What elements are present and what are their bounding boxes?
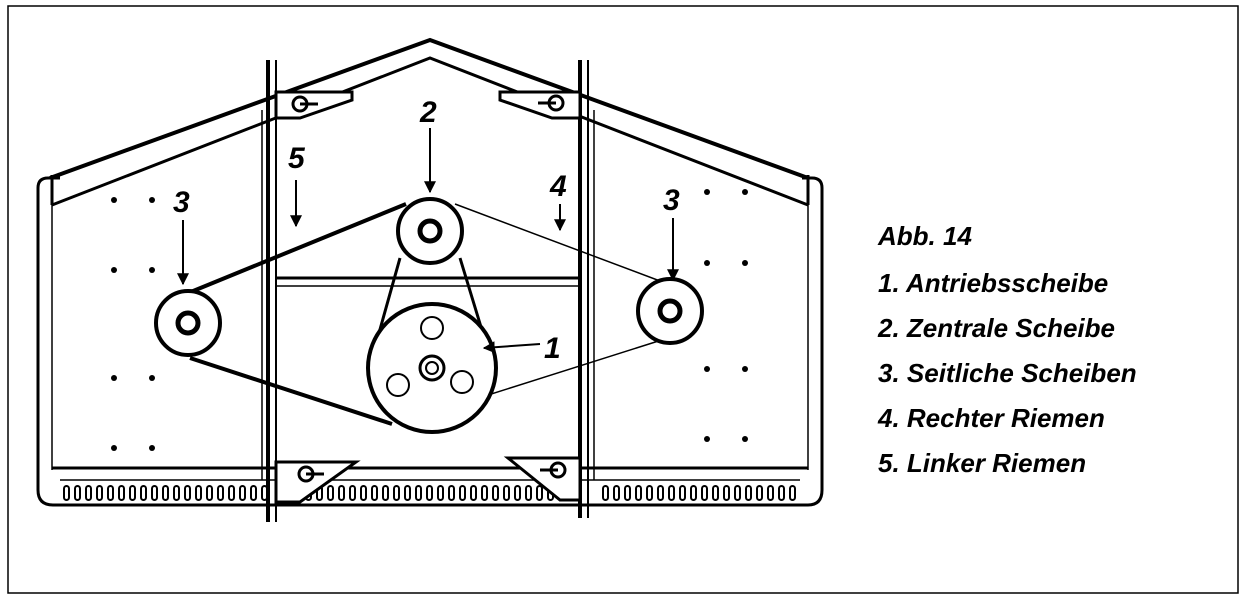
deck-housing — [36, 37, 824, 507]
deck-slot — [162, 485, 169, 501]
figure-legend: Abb. 14 1. Antriebsscheibe 2. Zentrale S… — [877, 221, 1137, 478]
figure-title: Abb. 14 — [877, 221, 972, 251]
deck-slot — [459, 485, 466, 501]
deck-slot — [778, 485, 785, 501]
deck-slot — [85, 485, 92, 501]
deck-slot — [657, 485, 664, 501]
deck-slot — [514, 485, 521, 501]
deck-slot — [470, 485, 477, 501]
callout-3-right: 3 — [663, 184, 680, 217]
right-belt — [454, 203, 669, 403]
deck-slot — [404, 485, 411, 501]
deck-slot — [701, 485, 708, 501]
mounting-brackets — [274, 90, 582, 504]
deck-slot — [536, 485, 543, 501]
callout-arrows — [177, 128, 679, 354]
deck-slot — [690, 485, 697, 501]
deck-slot — [712, 485, 719, 501]
deck-slot — [206, 485, 213, 501]
legend-item-3: 3. Seitliche Scheiben — [878, 358, 1137, 388]
deck-slot — [734, 485, 741, 501]
deck-slot — [668, 485, 675, 501]
deck-slot — [107, 485, 114, 501]
pulley-drive — [366, 302, 498, 434]
deck-slot — [338, 485, 345, 501]
deck-slot — [602, 485, 609, 501]
deck-bottom-slots — [63, 485, 796, 501]
deck-slot — [745, 485, 752, 501]
deck-slot — [96, 485, 103, 501]
legend-item-1: 1. Antriebsscheibe — [878, 268, 1108, 298]
deck-slot — [481, 485, 488, 501]
deck-slot — [525, 485, 532, 501]
deck-slot — [239, 485, 246, 501]
deck-slot — [63, 485, 70, 501]
pulley-center — [396, 197, 464, 265]
deck-slot — [624, 485, 631, 501]
deck-slot — [415, 485, 422, 501]
callout-4: 4 — [549, 170, 567, 203]
deck-slot — [228, 485, 235, 501]
deck-slot — [679, 485, 686, 501]
deck-slot — [646, 485, 653, 501]
deck-slot — [129, 485, 136, 501]
deck-rivets — [111, 189, 748, 451]
deck-slot — [151, 485, 158, 501]
arrow-1 — [482, 341, 541, 354]
deck-slot — [767, 485, 774, 501]
deck-slot — [349, 485, 356, 501]
deck-slot — [448, 485, 455, 501]
deck-slot — [195, 485, 202, 501]
callout-3-left: 3 — [173, 186, 190, 219]
left-belt — [175, 202, 407, 426]
deck-slot — [723, 485, 730, 501]
pulley-left — [154, 289, 222, 357]
deck-slot — [437, 485, 444, 501]
legend-item-4: 4. Rechter Riemen — [877, 403, 1105, 433]
deck-slot — [393, 485, 400, 501]
deck-slot — [503, 485, 510, 501]
deck-slot — [371, 485, 378, 501]
deck-slot — [382, 485, 389, 501]
legend-item-2: 2. Zentrale Scheibe — [877, 313, 1115, 343]
deck-slot — [217, 485, 224, 501]
deck-slot — [492, 485, 499, 501]
deck-slot — [140, 485, 147, 501]
deck-slot — [327, 485, 334, 501]
deck-slot — [635, 485, 642, 501]
callout-1: 1 — [544, 332, 561, 365]
pulley-right — [636, 277, 704, 345]
deck-slot — [789, 485, 796, 501]
deck-slot — [613, 485, 620, 501]
deck-slot — [250, 485, 257, 501]
callout-2: 2 — [419, 96, 437, 129]
deck-slot — [74, 485, 81, 501]
deck-slot — [118, 485, 125, 501]
legend-item-5: 5. Linker Riemen — [878, 448, 1086, 478]
deck-slot — [426, 485, 433, 501]
deck-slot — [360, 485, 367, 501]
deck-slot — [173, 485, 180, 501]
callout-5: 5 — [288, 142, 306, 175]
deck-slot — [756, 485, 763, 501]
deck-slot — [184, 485, 191, 501]
frame-rails — [261, 60, 595, 522]
